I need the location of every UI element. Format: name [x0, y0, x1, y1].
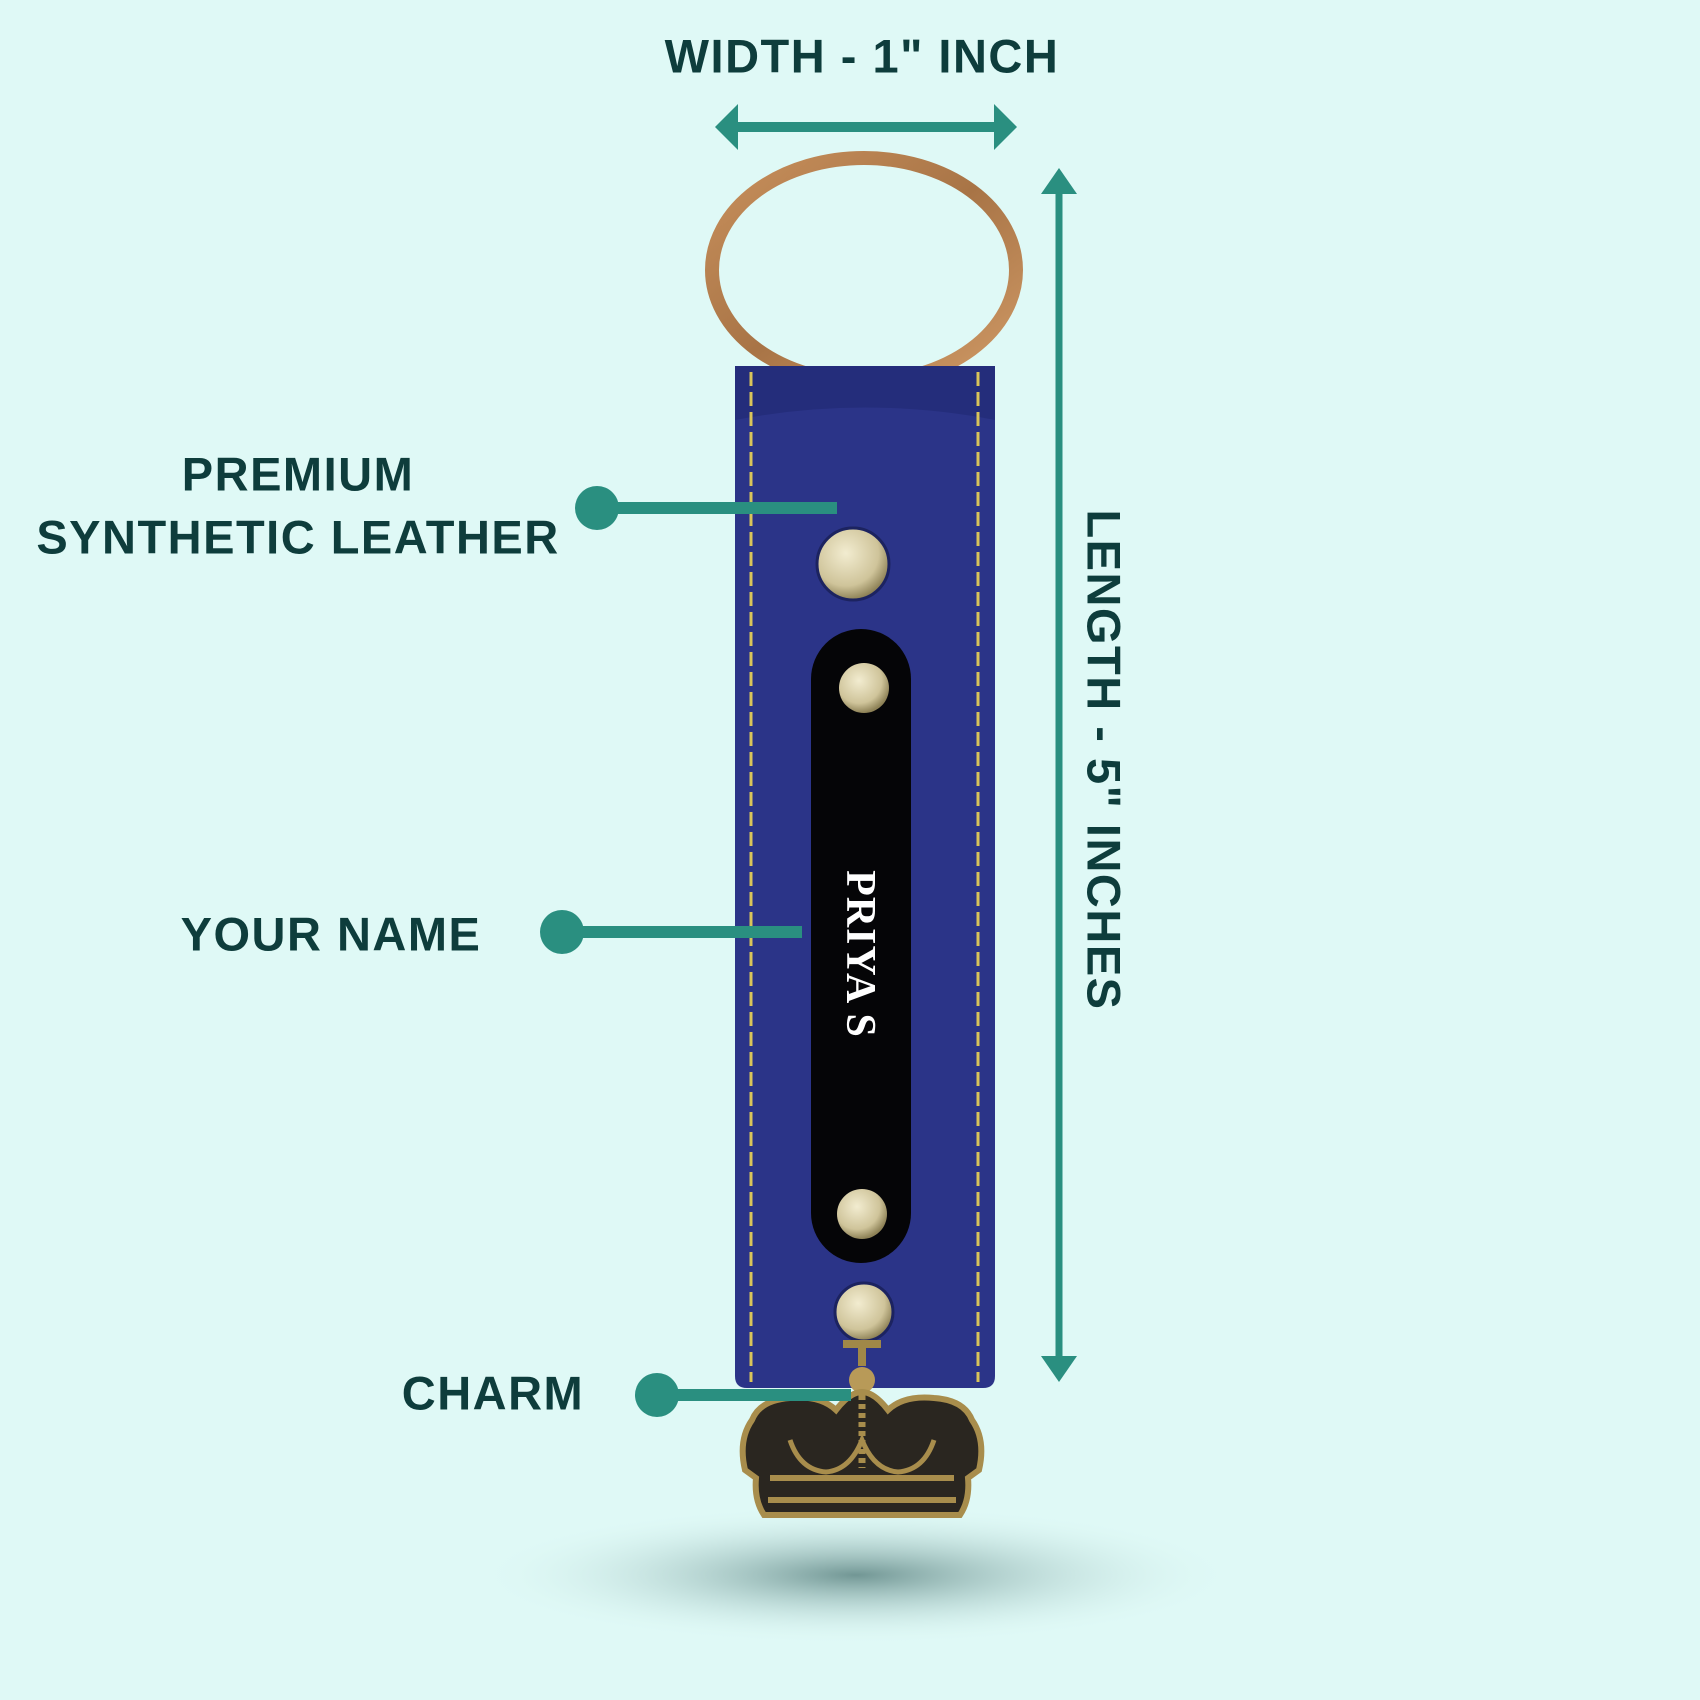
- callout-material-connector: [575, 486, 837, 530]
- your-name-label: YOUR NAME: [180, 907, 482, 961]
- snap-button-top: [815, 526, 891, 602]
- engraved-name: PRIYA S: [837, 870, 883, 1038]
- crown-charm-icon: [739, 1340, 985, 1518]
- plate-rivet-top: [839, 663, 889, 713]
- material-label-line2: SYNTHETIC LEATHER: [36, 510, 560, 564]
- length-arrow: [1041, 168, 1077, 1382]
- key-ring: [705, 151, 1023, 389]
- strap-fold-shade: [735, 366, 995, 420]
- charm-label: CHARM: [401, 1366, 585, 1420]
- length-label: LENGTH - 5" INCHES: [1077, 509, 1131, 1011]
- plate-rivet-bottom: [837, 1189, 887, 1239]
- callout-charm-connector: [635, 1373, 851, 1417]
- width-label: WIDTH - 1" INCH: [664, 29, 1060, 83]
- product-shadow: [476, 1505, 1236, 1645]
- callout-name-connector: [540, 910, 802, 954]
- snap-button-bottom: [833, 1281, 895, 1343]
- width-arrow: [715, 104, 1017, 150]
- name-plate: [811, 629, 911, 1263]
- material-label-line1: PREMIUM: [181, 447, 415, 501]
